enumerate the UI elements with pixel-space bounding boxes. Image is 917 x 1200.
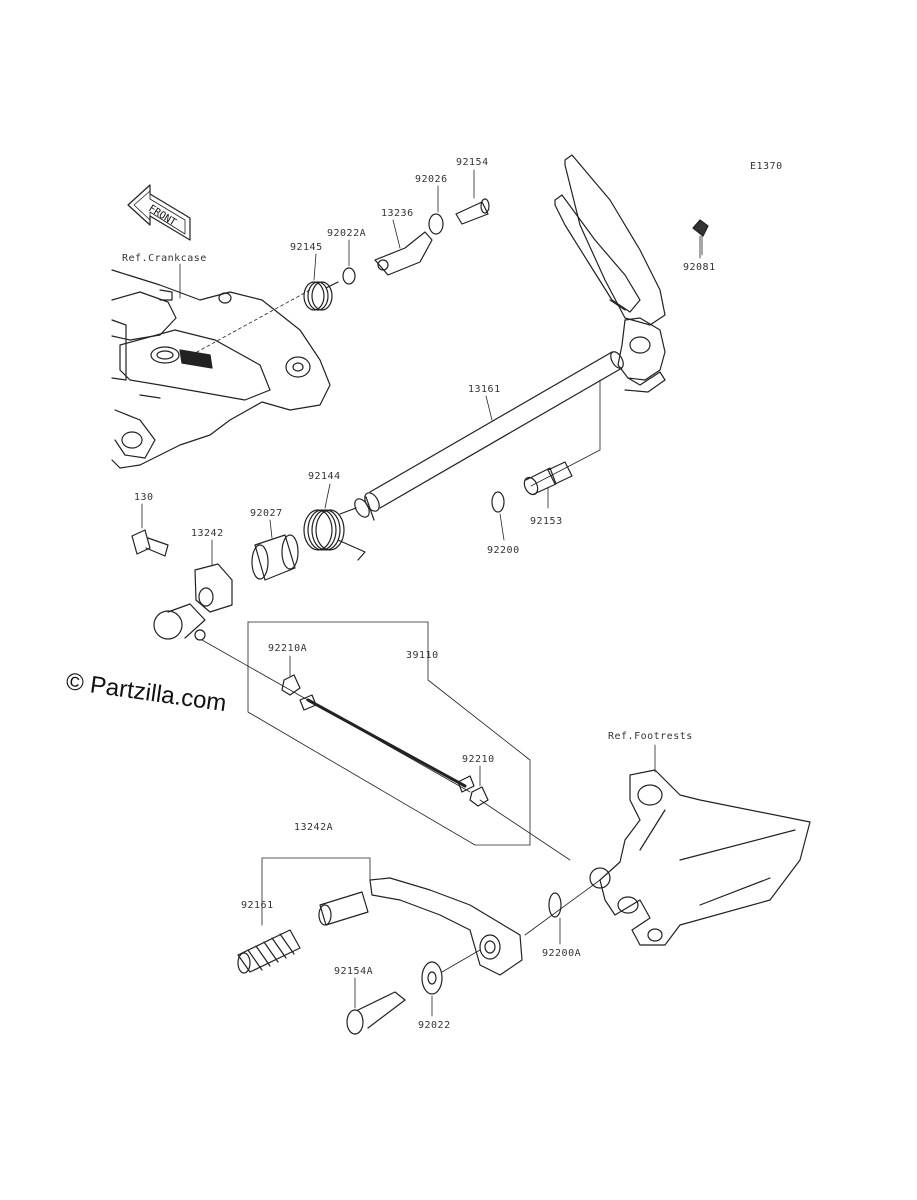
part-label-92210A[interactable]: 92210A bbox=[268, 643, 308, 654]
ref-crankcase-label: Ref.Crankcase bbox=[122, 253, 207, 264]
clamp-13242-illustration bbox=[153, 563, 233, 641]
part-label-13236[interactable]: 13236 bbox=[381, 208, 414, 219]
spring-92144-illustration bbox=[303, 507, 366, 561]
part-label-13242A[interactable]: 13242A bbox=[294, 822, 334, 833]
shift-shaft-13161 bbox=[354, 351, 624, 521]
bolt-92154A-illustration bbox=[346, 991, 406, 1035]
ref-footrests-label: Ref.Footrests bbox=[608, 731, 693, 742]
crankcase-illustration bbox=[111, 269, 331, 469]
nut-92210A-illustration bbox=[281, 674, 301, 696]
washer-92022-illustration bbox=[421, 961, 443, 995]
washer-92022A-illustration bbox=[342, 267, 356, 285]
plate-13236-illustration bbox=[374, 231, 433, 276]
washer-92026-illustration bbox=[428, 213, 444, 235]
collar-92027-illustration bbox=[251, 534, 299, 581]
part-label-92161[interactable]: 92161 bbox=[241, 900, 274, 911]
washer-92200-illustration bbox=[491, 491, 505, 513]
washer-92200A-illustration bbox=[548, 892, 562, 918]
shift-pedal-13242A-illustration bbox=[318, 877, 523, 976]
part-label-130[interactable]: 130 bbox=[134, 492, 154, 503]
part-label-92144[interactable]: 92144 bbox=[308, 471, 341, 482]
footrest-bracket-illustration bbox=[589, 769, 811, 946]
part-label-13242[interactable]: 13242 bbox=[191, 528, 224, 539]
rubber-92161-illustration bbox=[237, 929, 301, 974]
part-label-92200[interactable]: 92200 bbox=[487, 545, 520, 556]
part-label-39110[interactable]: 39110 bbox=[406, 650, 439, 661]
part-label-92027[interactable]: 92027 bbox=[250, 508, 283, 519]
part-label-92153[interactable]: 92153 bbox=[530, 516, 563, 527]
part-label-92081[interactable]: 92081 bbox=[683, 262, 716, 273]
part-label-92210[interactable]: 92210 bbox=[462, 754, 495, 765]
part-label-92022[interactable]: 92022 bbox=[418, 1020, 451, 1031]
bolt-92153-illustration bbox=[523, 461, 573, 496]
front-arrow-icon: FRONT bbox=[127, 184, 191, 241]
spring-92145-illustration bbox=[303, 281, 339, 311]
diagram-code: E1370 bbox=[750, 161, 783, 172]
bolt-130-illustration bbox=[131, 529, 169, 557]
part-label-92022A[interactable]: 92022A bbox=[327, 228, 367, 239]
part-label-92200A[interactable]: 92200A bbox=[542, 948, 582, 959]
nut-92210-illustration bbox=[469, 786, 489, 807]
bolt-92154-illustration bbox=[455, 198, 490, 225]
part-label-92154A[interactable]: 92154A bbox=[334, 966, 374, 977]
part-label-92154[interactable]: 92154 bbox=[456, 157, 489, 168]
part-label-92145[interactable]: 92145 bbox=[290, 242, 323, 253]
part-label-92026[interactable]: 92026 bbox=[415, 174, 448, 185]
tie-rod-39110-illustration bbox=[201, 639, 571, 861]
part-92081-illustration bbox=[692, 219, 709, 256]
part-label-13161[interactable]: 13161 bbox=[468, 384, 501, 395]
shift-shaft-arm bbox=[554, 154, 666, 393]
